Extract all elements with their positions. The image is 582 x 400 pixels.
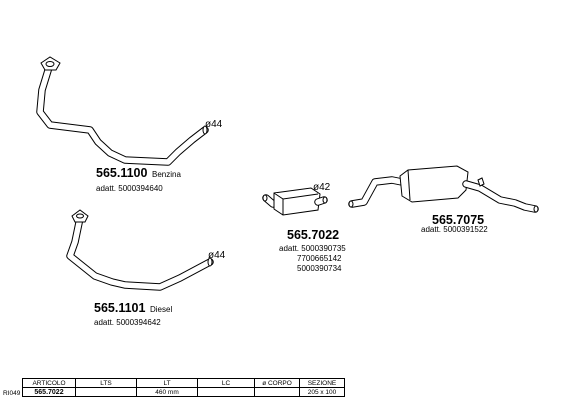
- th-sezione: SEZIONE: [299, 378, 345, 388]
- ref-565-7075: adatt. 5000391522: [421, 225, 488, 234]
- diameter-565-1100: ø44: [205, 119, 223, 130]
- pipe-565-1101: [66, 209, 214, 291]
- label-565-1101: Diesel: [150, 305, 172, 314]
- code-565-7022: 565.7022: [287, 228, 339, 242]
- td-sezione: 205 x 100: [299, 387, 345, 397]
- ref-565-1101: adatt. 5000394642: [94, 318, 161, 327]
- diameter-565-1101: ø44: [208, 250, 226, 261]
- ref-565-7022-c: 5000390734: [297, 264, 342, 273]
- diameter-565-7022: ø42: [313, 182, 331, 193]
- code-565-7075: 565.7075: [432, 213, 484, 227]
- spec-table-header-row: ARTICOLO LTS LT LC ø CORPO SEZIONE: [22, 378, 345, 388]
- silencer-565-7075: [348, 165, 539, 213]
- td-corpo: [254, 387, 300, 397]
- td-lc: [197, 387, 255, 397]
- code-565-1101: 565.1101: [94, 301, 145, 315]
- ref-565-1100: adatt. 5000394640: [96, 184, 163, 193]
- label-565-1100: Benzina: [152, 170, 181, 179]
- table-row: 565.7022 460 mm 205 x 100: [22, 387, 345, 397]
- code-565-1100: 565.1100: [96, 166, 147, 180]
- silencer-565-7022: [262, 187, 328, 216]
- sheet-code: RI049: [3, 390, 21, 397]
- th-articolo: ARTICOLO: [22, 378, 76, 388]
- th-corpo: ø CORPO: [254, 378, 300, 388]
- td-lt: 460 mm: [136, 387, 198, 397]
- ref-565-7022-a: adatt. 5000390735: [279, 244, 346, 253]
- ref-565-7022-b: 7700665142: [297, 254, 342, 263]
- td-lts: [75, 387, 137, 397]
- pipe-565-1100: [36, 56, 209, 166]
- th-lt: LT: [136, 378, 198, 388]
- spec-table: ARTICOLO LTS LT LC ø CORPO SEZIONE 565.7…: [22, 378, 345, 397]
- th-lts: LTS: [75, 378, 137, 388]
- td-articolo: 565.7022: [22, 387, 76, 397]
- th-lc: LC: [197, 378, 255, 388]
